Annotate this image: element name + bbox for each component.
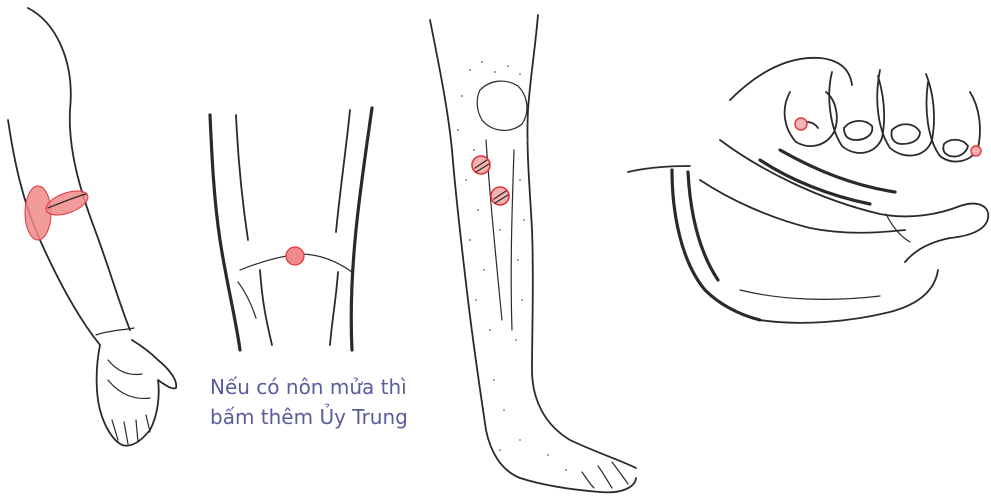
instruction-caption: Nếu có nôn mửa thì bấm thêm Ủy Trung	[210, 372, 408, 432]
fist-illustration	[628, 58, 988, 323]
leg-illustration	[430, 15, 636, 492]
arm-illustration	[8, 8, 176, 446]
uy-trung-marker	[286, 247, 304, 265]
fist-marker-index	[795, 118, 807, 130]
leg-shading	[457, 61, 567, 471]
caption-line-2: bấm thêm Ủy Trung	[210, 402, 408, 432]
knee-illustration	[210, 108, 372, 350]
arm-marker-front	[25, 186, 51, 240]
caption-line-1: Nếu có nôn mửa thì	[210, 372, 408, 402]
fist-marker-little	[971, 146, 981, 156]
